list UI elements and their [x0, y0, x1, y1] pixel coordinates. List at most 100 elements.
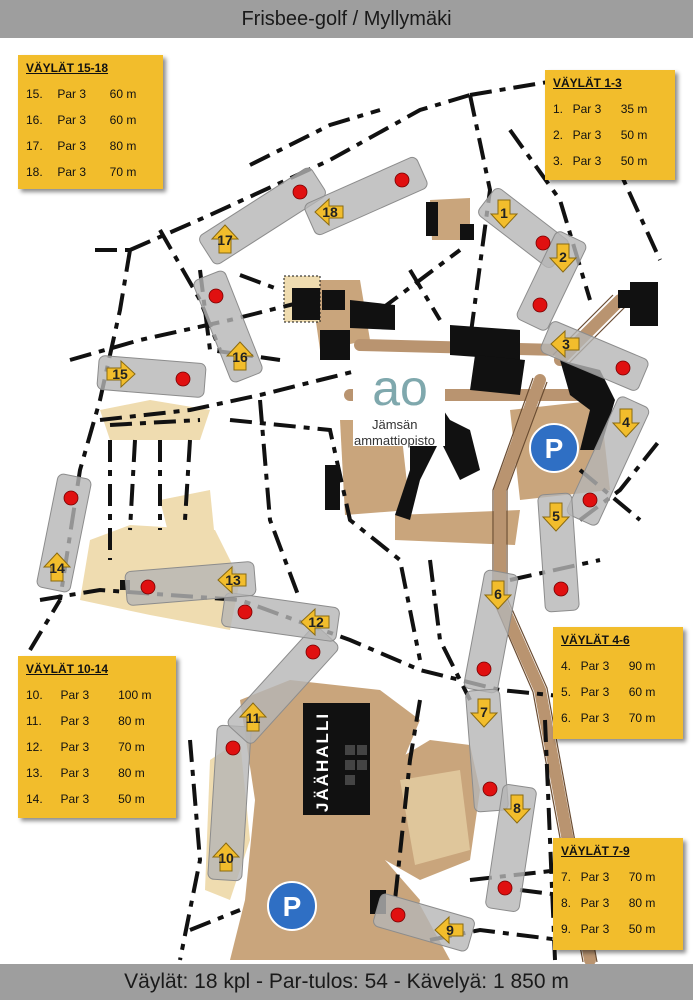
tee-marker-7: 7	[469, 698, 499, 728]
basket-icon	[237, 604, 253, 620]
fairway-7	[465, 688, 509, 813]
tee-marker-1: 1	[489, 199, 519, 229]
hole-number: 15	[112, 366, 128, 382]
hole-number: 5	[552, 508, 560, 524]
hole-number: 11	[246, 710, 261, 726]
school-logo-text: ao	[372, 360, 428, 416]
basket-icon	[175, 371, 191, 387]
basket-icon	[532, 297, 548, 313]
tee-marker-10: 10	[211, 842, 241, 872]
hole-number: 12	[308, 614, 324, 630]
basket-icon	[208, 288, 224, 304]
ice-hall-label: JÄÄHALLI	[313, 712, 332, 812]
tee-marker-11: 11	[238, 702, 268, 732]
tee-marker-4: 4	[611, 408, 641, 438]
hole-number: 3	[562, 336, 570, 352]
basket-icon	[292, 184, 308, 200]
basket-icon	[63, 490, 79, 506]
arrow-icon	[469, 698, 499, 728]
hole-number: 4	[622, 414, 630, 430]
tee-marker-5: 5	[541, 502, 571, 532]
basket-icon	[476, 661, 492, 677]
tee-marker-16: 16	[225, 341, 255, 371]
legend-title: VÄYLÄT 7-9	[561, 844, 630, 858]
school-logo: ao Jämsän ammattiopisto	[353, 360, 445, 448]
hole-number: 6	[494, 586, 502, 602]
basket-icon	[497, 880, 513, 896]
hole-number: 10	[218, 850, 234, 866]
arrow-icon	[300, 607, 330, 637]
basket-icon	[582, 492, 598, 508]
course-summary: Väylät: 18 kpl - Par-tulos: 54 - Kävelyä…	[0, 964, 693, 1000]
arrow-icon	[314, 197, 344, 227]
tee-marker-9: 9	[434, 915, 464, 945]
arrow-icon	[217, 565, 247, 595]
legend-title: VÄYLÄT 10-14	[26, 662, 109, 676]
arrow-icon	[548, 243, 578, 273]
arrow-icon	[238, 702, 268, 732]
legend-title: VÄYLÄT 4-6	[561, 633, 630, 647]
hole-number: 1	[500, 205, 508, 221]
map-title: Frisbee-golf / Myllymäki	[0, 0, 693, 38]
parking-icon: P	[267, 881, 317, 931]
tee-marker-13: 13	[217, 565, 247, 595]
basket-icon	[394, 172, 410, 188]
arrow-icon	[211, 842, 241, 872]
arrow-icon	[550, 329, 580, 359]
walking-paths	[28, 78, 662, 961]
hole-number: 9	[446, 922, 454, 938]
svg-text:P: P	[545, 433, 564, 464]
hole-number: 18	[322, 204, 338, 220]
arrow-icon	[541, 502, 571, 532]
hole-number: 8	[513, 800, 521, 816]
basket-icon	[553, 581, 569, 597]
legend-title: VÄYLÄT 1-3	[553, 76, 622, 90]
arrow-icon	[502, 794, 532, 824]
basket-icon	[615, 360, 631, 376]
basket-icon	[225, 740, 241, 756]
tee-marker-14: 14	[42, 552, 72, 582]
arrow-icon	[489, 199, 519, 229]
basket-icon	[535, 235, 551, 251]
hole-number: 17	[217, 232, 233, 248]
tee-marker-12: 12	[300, 607, 330, 637]
school-name-line-2: ammattiopisto	[354, 433, 435, 448]
arrow-icon	[210, 224, 240, 254]
basket-icon	[482, 781, 498, 797]
basket-icon	[305, 644, 321, 660]
arrow-icon	[42, 552, 72, 582]
legend-title: VÄYLÄT 15-18	[26, 61, 109, 75]
tee-marker-6: 6	[483, 580, 513, 610]
tee-marker-8: 8	[502, 794, 532, 824]
arrow-icon	[611, 408, 641, 438]
arrow-icon	[106, 359, 136, 389]
parking-icon: P	[529, 423, 579, 473]
tee-marker-17: 17	[210, 224, 240, 254]
tee-marker-3: 3	[550, 329, 580, 359]
tee-marker-2: 2	[548, 243, 578, 273]
hole-number: 2	[559, 249, 567, 265]
arrow-icon	[225, 341, 255, 371]
